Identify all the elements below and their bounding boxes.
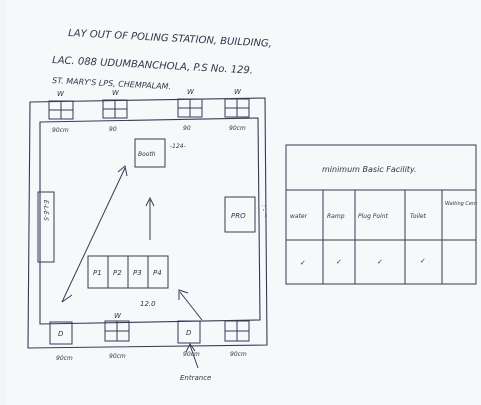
facility-check-plug-point: ✓ — [377, 258, 383, 266]
dim-bottom-1: 90cm — [56, 355, 73, 362]
facility-table — [285, 144, 477, 285]
bottom-openings — [49, 320, 250, 345]
heading-line-1: LAY OUT OF POLING STATION, BUILDING, — [68, 28, 272, 50]
paper-sheet — [6, 0, 481, 405]
officer-p2: P2 — [113, 269, 122, 277]
dim-top-1: 90cm — [52, 127, 69, 134]
facility-check-water: ✓ — [300, 259, 306, 267]
bottom-window-label: W — [114, 312, 122, 320]
facility-header-water: water — [290, 213, 308, 220]
officer-p4: P4 — [153, 269, 162, 277]
entrance-label: Entrance — [180, 374, 211, 382]
heading-line-2: LAC. 088 UDUMBANCHOLA, P.S No. 129. — [52, 55, 253, 77]
pro-box — [224, 196, 256, 233]
top-windows — [48, 98, 250, 120]
window-label-4: W — [234, 88, 242, 96]
window-label-2: W — [112, 89, 120, 97]
dim-bottom-4: 90cm — [230, 351, 247, 358]
bottom-dim: 12.0 — [140, 300, 156, 308]
booth-label: Booth — [138, 151, 156, 158]
left-window — [37, 191, 55, 263]
dim-bottom-2: 90cm — [109, 353, 126, 360]
pro-label: PRO — [231, 212, 246, 220]
booth-box — [134, 138, 166, 168]
building-outline — [27, 97, 268, 349]
dim-top-3: 90 — [183, 125, 191, 132]
facility-header-ramp: Ramp — [327, 213, 345, 220]
side-label: E-L-E-S — [42, 200, 49, 221]
dim-top-2: 90 — [109, 126, 117, 133]
officer-p1: P1 — [93, 269, 102, 277]
pro-side-mark: : - ^ — [260, 205, 267, 218]
facility-title: minimum Basic Facility. — [322, 165, 417, 174]
dim-bottom-3: 90cm — [183, 351, 200, 358]
facility-header-toilet: Toilet — [410, 213, 427, 220]
facility-check-ramp: ✓ — [336, 258, 342, 266]
window-label-1: W — [57, 90, 65, 98]
door-label-1: D — [58, 330, 64, 338]
officer-p3: P3 — [133, 269, 142, 277]
facility-check-toilet: ✓ — [420, 257, 426, 265]
facility-header-plug-point: Plug Point — [358, 213, 389, 220]
entrance-arrow — [185, 343, 199, 369]
polling-officer-desks — [87, 255, 169, 289]
dim-top-4: 90cm — [229, 125, 246, 132]
door-label-2: D — [186, 329, 192, 337]
booth-mark: -124- — [170, 143, 186, 150]
window-label-3: W — [187, 88, 195, 96]
movement-arrows — [61, 165, 203, 321]
facility-header-waiting: Waiting Cent — [445, 201, 478, 207]
